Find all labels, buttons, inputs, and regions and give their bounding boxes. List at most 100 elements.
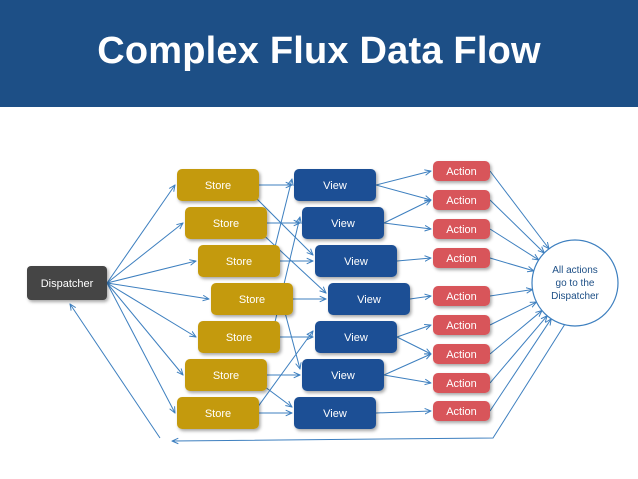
action-label: Action [446,349,477,361]
action-to-endpoint-arrow [489,316,547,384]
store-node: Store [198,245,280,277]
action-node: Action [433,248,490,268]
store-to-view-cross-arrow [256,228,326,293]
store-node: Store [185,207,267,239]
action-node-shape [433,344,490,364]
store-label: Store [239,294,265,306]
diagram-nodes: DispatcherStoreStoreStoreStoreStoreStore… [27,161,619,429]
store-node-shape [177,169,259,201]
action-to-endpoint-arrow [489,228,539,260]
view-to-action-arrow [375,411,431,413]
dispatcher-to-store-arrow [106,282,175,413]
view-to-action-arrow [383,374,431,383]
dispatcher-to-store-arrow [106,282,183,375]
view-label: View [323,180,347,192]
action-label: Action [446,253,477,265]
endpoint-label-line: Dispatcher [551,291,599,302]
store-node-shape [185,207,267,239]
view-to-action-arrow [383,222,431,229]
store-label: Store [213,218,239,230]
store-node: Store [177,169,259,201]
action-node: Action [433,286,490,306]
store-node-shape [198,245,280,277]
store-label: Store [226,256,252,268]
view-label: View [331,218,355,230]
title-banner: Complex Flux Data Flow [0,0,638,107]
view-node: View [315,321,397,353]
store-to-view-cross-arrow [282,304,300,369]
view-to-action-arrow [375,171,431,186]
store-node-shape [185,359,267,391]
view-node: View [302,207,384,239]
view-to-action-arrow [396,336,431,354]
view-to-action-arrow [409,296,431,299]
view-node-shape [315,321,397,353]
action-label: Action [446,224,477,236]
store-node: Store [198,321,280,353]
view-node-shape [294,169,376,201]
store-label: Store [226,332,252,344]
action-label: Action [446,291,477,303]
action-node: Action [433,401,490,421]
store-label: Store [205,180,231,192]
dispatcher-node-shape [27,266,107,300]
view-label: View [344,256,368,268]
dispatcher-label: Dispatcher [41,278,94,290]
view-to-action-arrow [396,258,431,261]
action-to-endpoint-arrow [489,302,536,326]
action-node: Action [433,219,490,239]
action-node: Action [433,161,490,181]
endpoint-label-line: go to the [556,278,595,289]
action-label: Action [446,195,477,207]
action-node: Action [433,344,490,364]
action-node-shape [433,373,490,393]
action-node-shape [433,190,490,210]
action-node: Action [433,315,490,335]
view-label: View [323,408,347,420]
view-node-shape [294,397,376,429]
dispatcher-node: Dispatcher [27,266,107,300]
action-node: Action [433,373,490,393]
view-to-action-arrow [383,354,431,376]
view-node: View [302,359,384,391]
return-arrow [172,323,566,441]
view-node-shape [328,283,410,315]
view-node-shape [302,359,384,391]
view-node: View [294,169,376,201]
store-to-view-cross-arrow [248,331,313,420]
action-to-endpoint-arrow [489,257,534,271]
action-label: Action [446,378,477,390]
view-node: View [315,245,397,277]
endpoint-label-line: All actions [552,265,598,276]
view-node-shape [315,245,397,277]
dispatcher-to-store-arrow [106,282,196,337]
action-to-endpoint-arrow [489,311,542,355]
dispatcher-to-store-arrow [106,185,175,284]
store-label: Store [205,408,231,420]
dispatcher-to-store-arrow [106,223,183,284]
return-to-dispatcher-arrow [70,304,161,439]
action-to-endpoint-arrow [489,199,544,253]
action-to-endpoint-arrow [489,170,549,249]
action-node-shape [433,286,490,306]
flow-arrows [70,170,566,441]
view-node: View [328,283,410,315]
action-node-shape [433,315,490,335]
page-title: Complex Flux Data Flow [97,30,541,72]
action-node: Action [433,190,490,210]
action-node-shape [433,401,490,421]
action-node-shape [433,248,490,268]
view-label: View [331,370,355,382]
store-node: Store [177,397,259,429]
view-to-action-arrow [396,325,431,338]
store-node-shape [211,283,293,315]
endpoint-circle [531,239,619,327]
store-node-shape [198,321,280,353]
action-node-shape [433,161,490,181]
view-label: View [344,332,368,344]
view-to-action-arrow [375,184,431,200]
dispatcher-to-store-arrow [106,261,196,284]
store-node: Store [185,359,267,391]
